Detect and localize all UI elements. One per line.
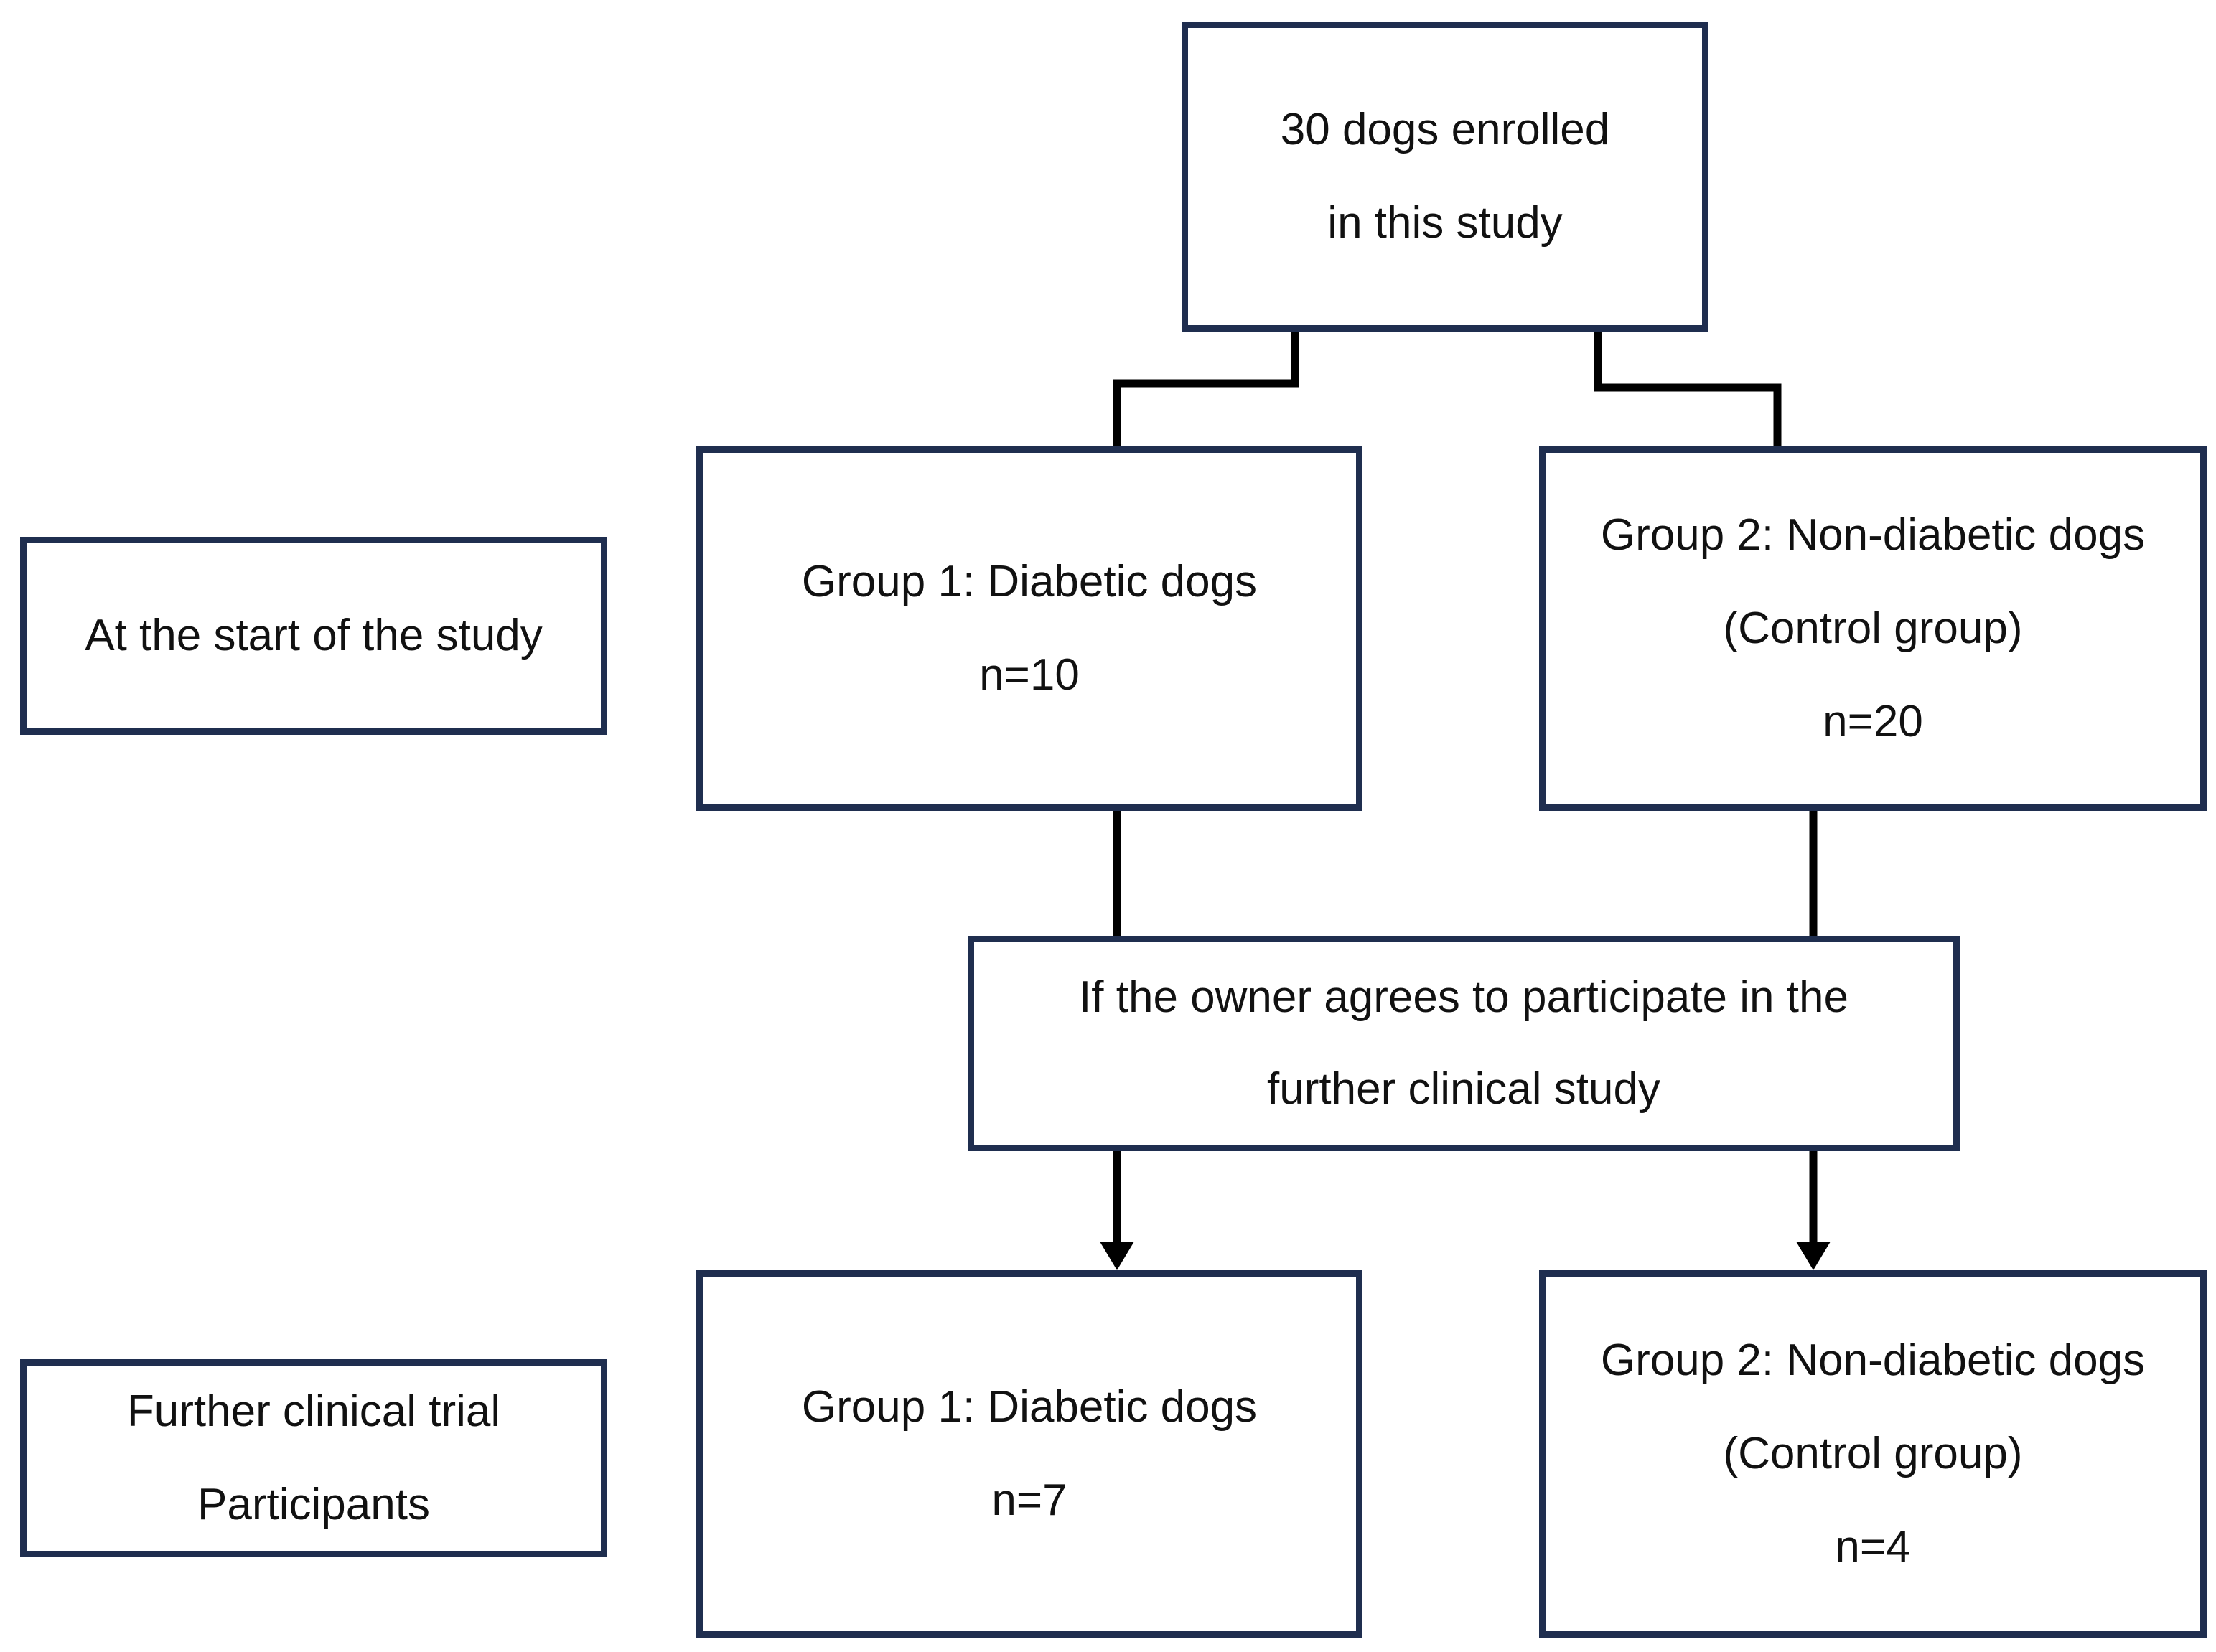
group1-trial-title: Group 1: Diabetic dogs [801, 1382, 1258, 1432]
enrolled-line-2: in this study [1327, 198, 1563, 248]
arrowhead-group1-trial [1100, 1242, 1134, 1270]
phase-label-trial-line-2: Participants [197, 1480, 430, 1529]
arrowhead-group2-trial [1796, 1242, 1831, 1270]
group2-trial-subtitle: (Control group) [1723, 1429, 2023, 1478]
phase-label-trial: Further clinical trial Participants [20, 1359, 607, 1557]
consent-line-2: further clinical study [1267, 1064, 1660, 1114]
group1-trial-count: n=7 [991, 1475, 1067, 1525]
phase-label-trial-line-1: Further clinical trial [126, 1386, 501, 1436]
group2-start-box: Group 2: Non-diabetic dogs (Control grou… [1539, 446, 2207, 811]
group1-start-count: n=10 [979, 650, 1080, 700]
group2-trial-count: n=4 [1835, 1522, 1911, 1572]
connector-enrolled-to-group1 [1113, 332, 1299, 446]
connector-enrolled-to-group2 [1594, 332, 1782, 446]
group2-start-subtitle: (Control group) [1723, 604, 2023, 653]
group2-trial-box: Group 2: Non-diabetic dogs (Control grou… [1539, 1270, 2207, 1638]
group2-start-count: n=20 [1823, 697, 1923, 746]
enrolled-box: 30 dogs enrolled in this study [1182, 22, 1708, 332]
phase-label-start-text: At the start of the study [85, 611, 543, 660]
consent-line-1: If the owner agrees to participate in th… [1079, 972, 1848, 1022]
group1-start-box: Group 1: Diabetic dogs n=10 [696, 446, 1362, 811]
group1-trial-box: Group 1: Diabetic dogs n=7 [696, 1270, 1362, 1638]
group2-start-title: Group 2: Non-diabetic dogs [1600, 510, 2146, 560]
consent-box: If the owner agrees to participate in th… [968, 936, 1960, 1151]
enrolled-line-1: 30 dogs enrolled [1280, 105, 1610, 154]
phase-label-start: At the start of the study [20, 537, 607, 735]
group1-start-title: Group 1: Diabetic dogs [801, 557, 1258, 606]
group2-trial-title: Group 2: Non-diabetic dogs [1600, 1336, 2146, 1385]
